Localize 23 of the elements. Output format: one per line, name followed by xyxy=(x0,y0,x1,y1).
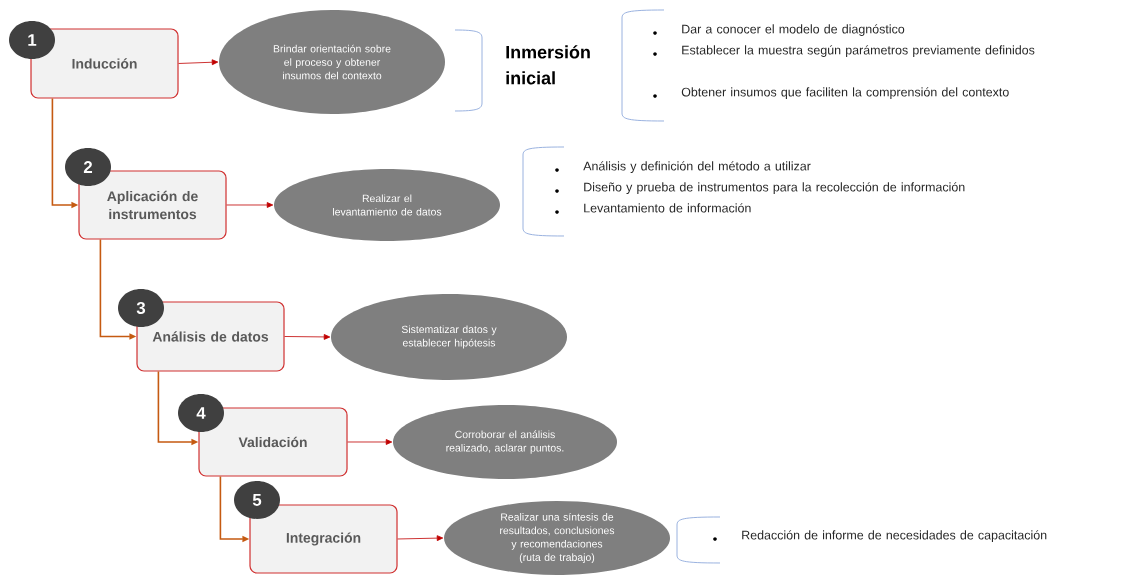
list-item: Diseño y prueba de instrumentos para la recolección de información xyxy=(584,182,965,194)
number-badge: 2 xyxy=(65,148,111,186)
heading: Inmersión inicial xyxy=(506,45,590,85)
arrow xyxy=(226,202,274,208)
arrow xyxy=(284,334,331,340)
arrow xyxy=(397,535,444,542)
arrow xyxy=(178,59,219,66)
list-item: Dar a conocer el modelo de diagnóstico xyxy=(682,24,905,36)
oval: Realizar el levantamiento de datos xyxy=(274,169,500,241)
list-item: Obtener insumos que faciliten la comprensión del contexto xyxy=(681,87,1009,99)
number-badge: 1 xyxy=(9,21,55,59)
list-item: Levantamiento de información xyxy=(584,203,751,213)
oval: Sistematizar datos y establecer hipótesis xyxy=(331,294,567,380)
list-item: Redacción de informe de necesidades de capacitación xyxy=(742,530,1047,542)
arrow xyxy=(347,439,393,445)
number-badge: 3 xyxy=(118,289,164,327)
oval: Brindar orientación sobre el proceso y obtener insumos del contexto xyxy=(219,10,445,114)
list-item: Establecer la muestra según parámetros previamente definidos xyxy=(682,45,1035,57)
oval: Corroborar el análisis realizado, aclarar puntos. xyxy=(393,405,617,479)
list-item: Análisis y definición del método a utilizar xyxy=(583,161,811,173)
number-badge: 5 xyxy=(234,481,280,519)
oval: Realizar una síntesis de resultados, conclusiones y recomendaciones (ruta de trabajo) xyxy=(444,501,670,575)
number-badge: 4 xyxy=(178,394,224,432)
